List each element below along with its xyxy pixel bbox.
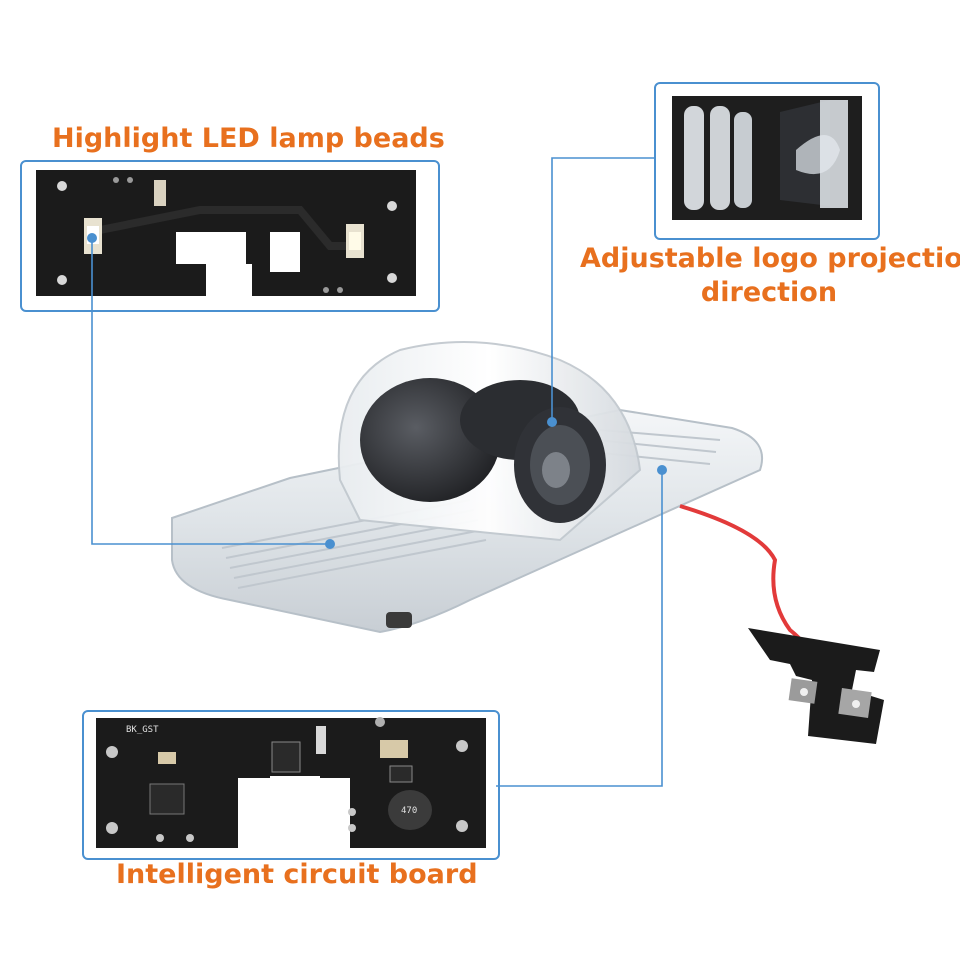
projection-label-line2: direction [700,277,838,308]
projection-lens-assembly [668,94,864,224]
projection-direction-label: Adjustable logo projection direction [580,242,960,310]
callout-dot-led [87,233,97,243]
led-lamp-bead-right [346,224,364,258]
pcb-inductor-label: 470 [401,806,417,816]
projector-housing [171,341,764,634]
circuit-board-label: Intelligent circuit board [116,859,478,890]
wire-connector [748,628,884,744]
callout-dot-lens [547,417,557,427]
callout-dot-board [657,465,667,475]
led-beads-label: Highlight LED lamp beads [52,123,445,154]
callout-lines [91,157,663,787]
pcb-board-name: BK_GST [126,725,159,735]
circuit-board-pcb [96,717,486,848]
callout-dot-housing [325,539,335,549]
led-board-pcb [36,170,416,296]
projection-label-line1: Adjustable logo projection [580,243,960,274]
